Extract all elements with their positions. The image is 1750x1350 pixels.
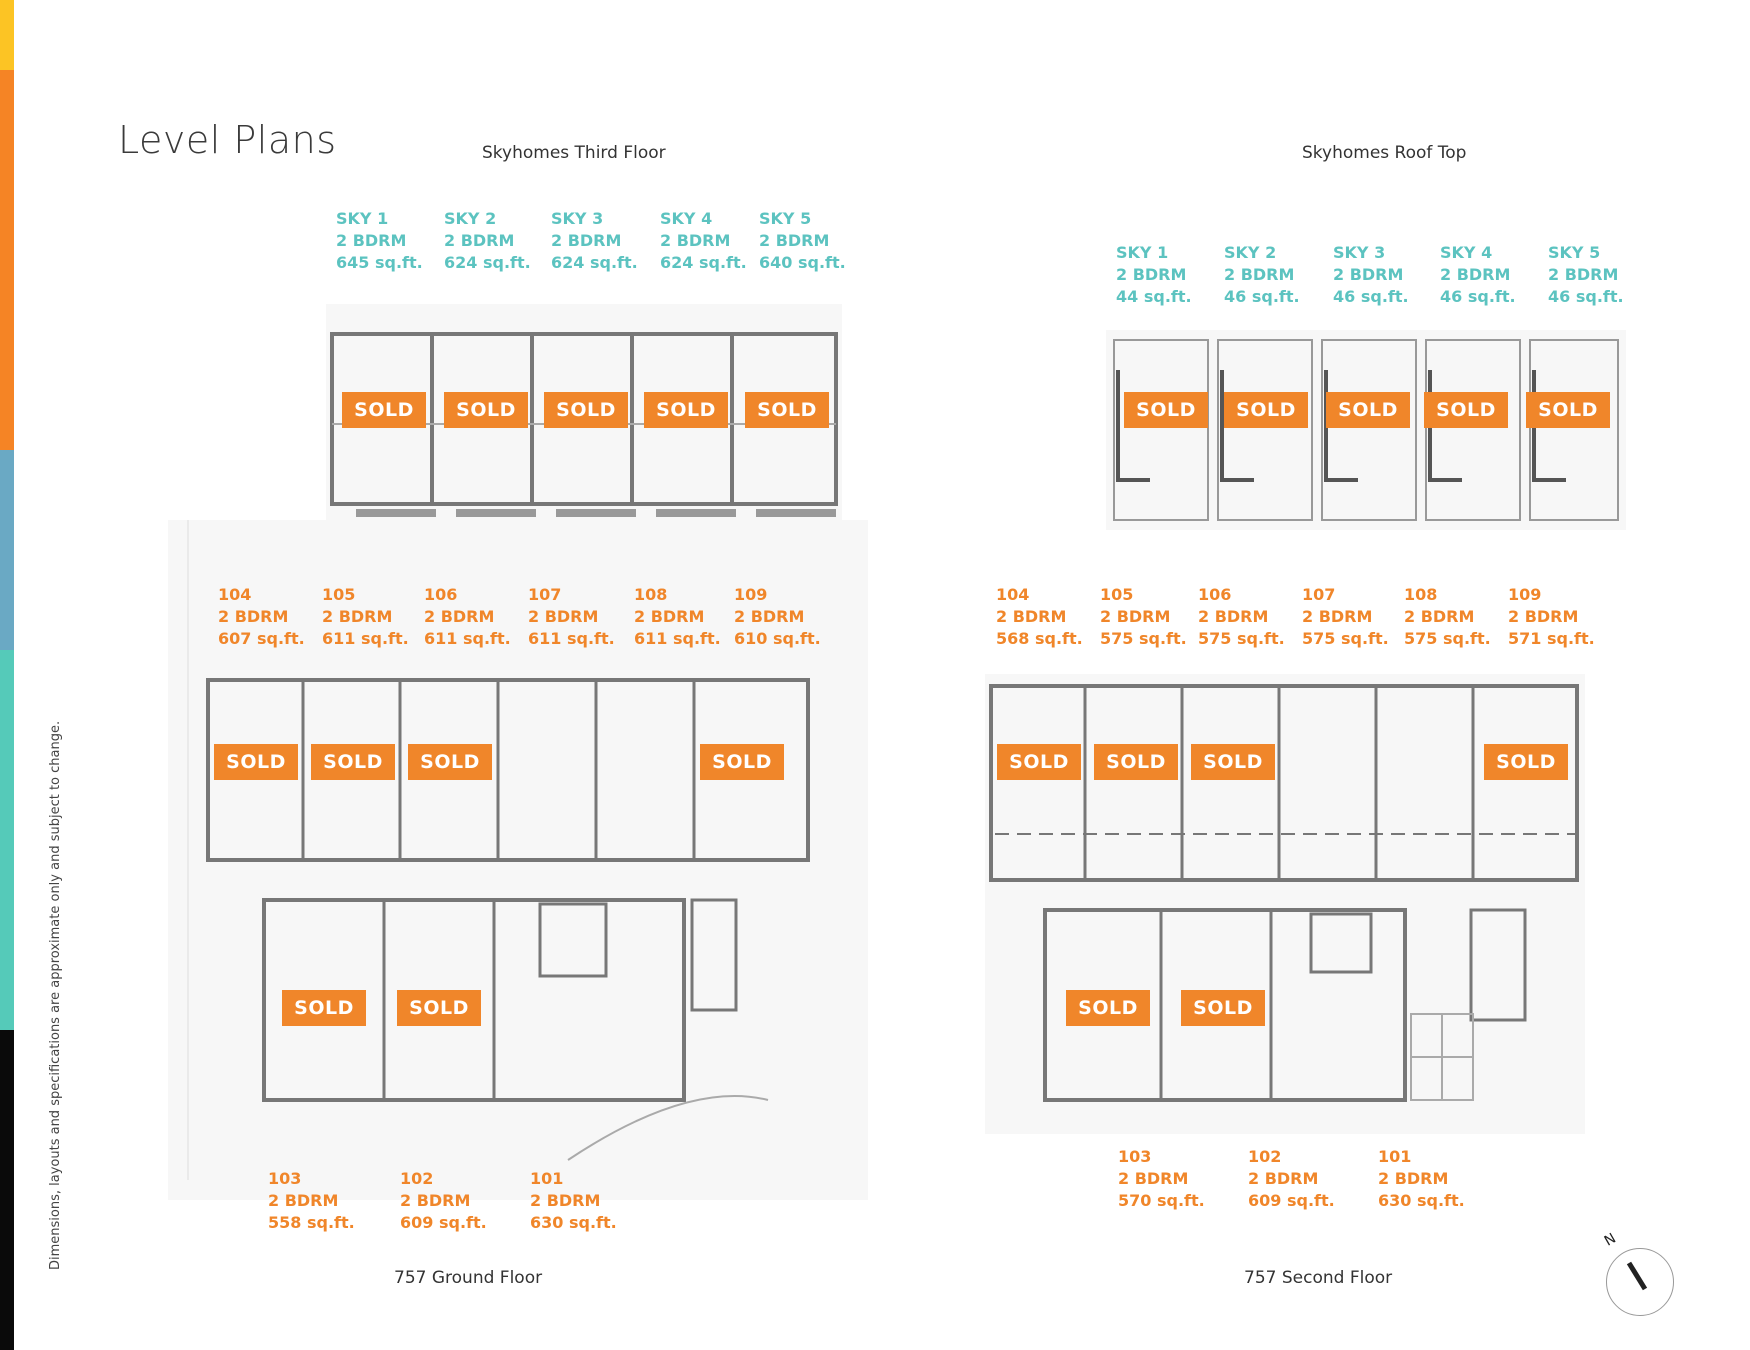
ground-floor-caption: 757 Ground Floor (394, 1268, 543, 1288)
sold-badge: SOLD (214, 744, 298, 780)
sold-badge: SOLD (444, 392, 528, 428)
second-floor-drawing (989, 684, 1579, 1102)
third-floor-caption: Skyhomes Third Floor (482, 143, 666, 163)
second-floor-caption: 757 Second Floor (1244, 1268, 1393, 1288)
brand-stripe-teal (0, 650, 14, 1030)
north-label: N (1601, 1230, 1619, 1250)
sold-badge: SOLD (1181, 990, 1265, 1026)
brand-stripe-orange (0, 70, 14, 450)
sold-badge: SOLD (1094, 744, 1178, 780)
sold-badge: SOLD (1326, 392, 1410, 428)
brand-stripe-black (0, 1030, 14, 1350)
north-arrow-icon (1626, 1261, 1648, 1291)
sold-badge: SOLD (1191, 744, 1275, 780)
roof-top-drawing (1113, 339, 1619, 521)
sold-badge: SOLD (1224, 392, 1308, 428)
sold-badge: SOLD (644, 392, 728, 428)
sold-badge: SOLD (997, 744, 1081, 780)
brand-stripe-blue (0, 450, 14, 650)
sold-badge: SOLD (397, 990, 481, 1026)
sold-badge: SOLD (1124, 392, 1208, 428)
page-title: Level Plans (118, 118, 337, 162)
sold-badge: SOLD (745, 392, 829, 428)
sold-badge: SOLD (1526, 392, 1610, 428)
sold-badge: SOLD (342, 392, 426, 428)
north-compass-icon (1606, 1248, 1674, 1316)
sold-badge: SOLD (1424, 392, 1508, 428)
sold-badge: SOLD (282, 990, 366, 1026)
ground-floor-plan (168, 520, 868, 1200)
sold-badge: SOLD (1066, 990, 1150, 1026)
sold-badge: SOLD (1484, 744, 1568, 780)
ground-floor-drawing (187, 520, 810, 1180)
sold-badge: SOLD (544, 392, 628, 428)
disclaimer-note: Dimensions, layouts and specifications a… (48, 720, 63, 1270)
roof-top-caption: Skyhomes Roof Top (1302, 143, 1467, 163)
sold-badge: SOLD (700, 744, 784, 780)
roof-top-plan (1106, 330, 1626, 530)
sold-badge: SOLD (311, 744, 395, 780)
second-floor-plan (985, 674, 1585, 1134)
brand-stripe-yellow (0, 0, 14, 70)
sold-badge: SOLD (408, 744, 492, 780)
